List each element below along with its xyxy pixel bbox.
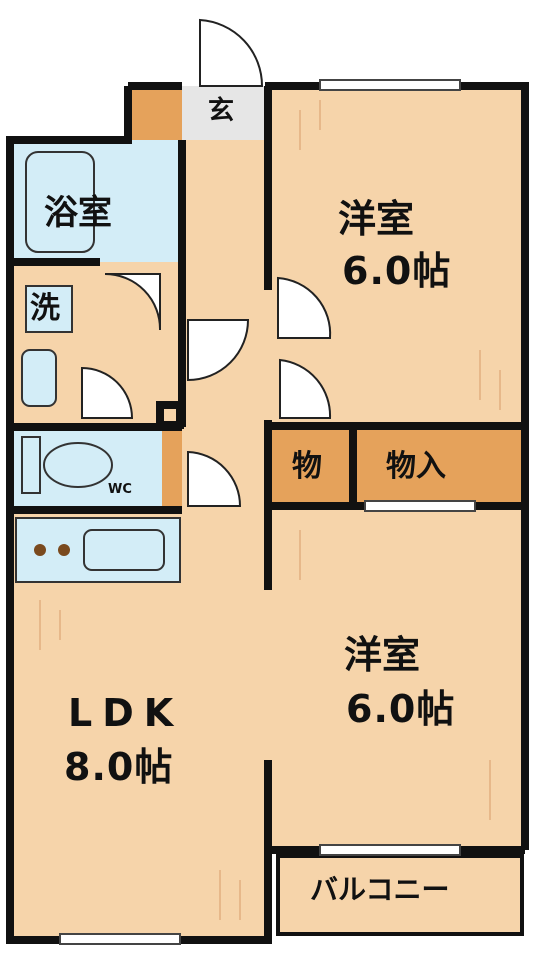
stove-burner-2 bbox=[58, 544, 70, 556]
bath-label: 浴室 bbox=[44, 193, 112, 233]
hall-storage bbox=[162, 427, 182, 510]
balcony-label: バルコニー bbox=[310, 873, 450, 906]
balcony-floor bbox=[276, 854, 524, 936]
western-room-2-size: 6.0帖 bbox=[346, 687, 456, 731]
wc-label: WC bbox=[108, 482, 132, 497]
closet-floor bbox=[353, 426, 523, 506]
western-room-2-floor bbox=[268, 506, 523, 848]
western1-door-1 bbox=[277, 276, 332, 339]
western-room-2-label: 洋室 bbox=[344, 633, 421, 677]
bathtub bbox=[25, 151, 95, 253]
genkan-floor bbox=[182, 86, 268, 140]
closet-label: 物入 bbox=[386, 449, 446, 484]
washroom-door bbox=[104, 273, 162, 331]
small-storage-label: 物 bbox=[292, 449, 322, 484]
doors bbox=[81, 18, 332, 507]
ldk-door bbox=[187, 450, 242, 507]
kitchen-sink bbox=[83, 529, 165, 571]
floor-grain bbox=[39, 100, 501, 920]
genkan-label: 玄 bbox=[208, 96, 235, 126]
ldk-size: 8.0帖 bbox=[64, 745, 174, 789]
windows bbox=[59, 79, 476, 945]
washroom-label: 洗 bbox=[30, 291, 60, 326]
toilet-tank bbox=[21, 436, 41, 494]
fixtures bbox=[15, 151, 181, 583]
ldk-label: LDK bbox=[68, 691, 184, 735]
stove-burner-1 bbox=[34, 544, 46, 556]
washroom-sign-box bbox=[25, 285, 73, 333]
genkan-storage bbox=[128, 86, 182, 140]
small-storage-floor bbox=[268, 426, 353, 506]
western-room-1-label: 洋室 bbox=[338, 197, 415, 241]
washbasin bbox=[21, 349, 57, 407]
toilet-bowl bbox=[43, 442, 113, 488]
western-room-1-size: 6.0帖 bbox=[342, 249, 452, 293]
bath-door bbox=[81, 366, 134, 419]
western1-door-2 bbox=[279, 358, 332, 419]
entrance-door bbox=[199, 18, 264, 87]
hall-door-1 bbox=[187, 319, 250, 382]
